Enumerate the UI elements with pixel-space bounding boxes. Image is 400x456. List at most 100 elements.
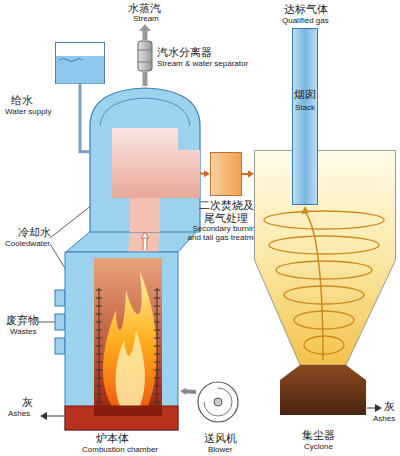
flow-connector <box>145 72 146 86</box>
connector-line <box>144 237 147 250</box>
tube-tick <box>154 298 160 299</box>
flame-core <box>116 330 145 406</box>
tube-tick <box>154 306 160 307</box>
chinese-label: 灰 <box>22 396 33 409</box>
node-sublabel: Cyclone <box>304 442 333 451</box>
connector-line <box>200 173 205 175</box>
waste-inlet <box>55 338 65 354</box>
flow-connector <box>180 388 196 395</box>
boiler-body <box>90 88 200 232</box>
separator: 汽水分离器Stream & water separator <box>137 40 153 72</box>
node-label: 二次焚烧及 尾气处理 <box>197 199 255 224</box>
node-label: 炉本体 <box>96 432 129 445</box>
flow-connector <box>242 170 254 177</box>
ash-arrow <box>367 408 376 409</box>
separator-body <box>138 41 152 71</box>
boiler-shape <box>90 86 200 232</box>
gas-spiral <box>284 286 364 304</box>
arrow-head <box>141 232 148 238</box>
arrow-head <box>204 170 210 177</box>
tube-tick <box>96 354 102 355</box>
english-label: Stream <box>133 14 159 23</box>
tube-tick <box>96 330 102 331</box>
english-label: Ashes <box>8 409 30 418</box>
node-sublabel: Secondary burning and tail gas treatment <box>187 224 266 242</box>
flow-connector <box>80 84 90 152</box>
grate <box>94 406 162 416</box>
tube-tick <box>154 338 160 339</box>
tube-tick <box>154 322 160 323</box>
tube-tick <box>154 330 160 331</box>
connector-outline <box>143 237 148 250</box>
tube-tick <box>154 314 160 315</box>
english-label: Qualified gas <box>282 16 329 25</box>
tube-tick <box>96 306 102 307</box>
ash-arrow <box>46 416 64 417</box>
node-sublabel: Blower <box>208 445 232 454</box>
tube-tick <box>154 370 160 371</box>
treatment-box: 二次焚烧及 尾气处理Secondary burning and tail gas… <box>210 152 242 196</box>
tube-tick <box>96 290 102 291</box>
water-tank: 给水Water supply <box>55 42 105 84</box>
wall-tubes <box>96 288 102 404</box>
furnace-neck <box>66 230 198 252</box>
tube-tick <box>154 354 160 355</box>
chinese-label: 达标气体 <box>284 3 328 16</box>
furnace-base <box>65 406 178 430</box>
tube-tick <box>96 378 102 379</box>
furnace-shape <box>52 250 180 432</box>
arrow-head <box>180 388 186 395</box>
cyclone-body <box>255 151 396 366</box>
stack-shape <box>292 28 318 205</box>
node-label: 集尘器 <box>302 429 335 442</box>
separator-band <box>138 62 152 63</box>
water-wave <box>59 59 83 62</box>
blower-shape <box>196 380 240 424</box>
waste-inlet <box>55 290 65 306</box>
tube-tick <box>96 298 102 299</box>
tube-tick <box>154 402 160 403</box>
flow-connector <box>141 232 148 250</box>
tube-tick <box>154 346 160 347</box>
stack-body <box>293 29 318 205</box>
node-sublabel: Combustion chamber <box>82 445 158 454</box>
english-label: Wastes <box>10 327 36 336</box>
steam-arrow <box>139 24 151 31</box>
leader-line <box>50 205 92 238</box>
flue-channel <box>130 198 160 232</box>
cyclone: 集尘器Cyclone <box>254 150 396 415</box>
node-label: 给水 <box>11 94 33 107</box>
combustion-chamber: 炉本体Combustion chamber <box>52 250 180 432</box>
tube-tick <box>154 378 160 379</box>
connector-line <box>80 84 90 152</box>
connector-line <box>242 173 249 175</box>
gas-spiral <box>304 336 344 354</box>
ash-arrow-head <box>375 404 382 412</box>
gas-rise <box>305 212 323 360</box>
node-sublabel: Cooledwater <box>5 239 50 248</box>
tube-tick <box>96 394 102 395</box>
tube-tick <box>96 362 102 363</box>
dust-hopper <box>280 365 366 415</box>
wall-tubes <box>154 288 160 404</box>
separator-shape <box>137 40 153 72</box>
stack: 烟囱Stack <box>292 28 318 205</box>
chinese-label: 灰 <box>384 400 395 413</box>
node-label: 冷却水 <box>18 226 51 239</box>
tube-tick <box>96 314 102 315</box>
node-sublabel: Water supply <box>5 107 51 116</box>
blower: 送风机Blower <box>196 380 240 424</box>
blower-volute <box>204 388 232 416</box>
connector-line <box>185 389 196 394</box>
boiler: 冷却水Cooledwater <box>90 86 200 232</box>
leader-line <box>38 322 55 323</box>
tank-shape <box>55 42 105 84</box>
gas-spiral <box>294 311 354 329</box>
fire-chamber <box>94 258 162 408</box>
flue-channel <box>128 230 160 252</box>
separator-band <box>138 50 152 51</box>
tube-tick <box>154 290 160 291</box>
chinese-label: 废弃物 <box>6 314 39 327</box>
node-label: 送风机 <box>204 432 237 445</box>
